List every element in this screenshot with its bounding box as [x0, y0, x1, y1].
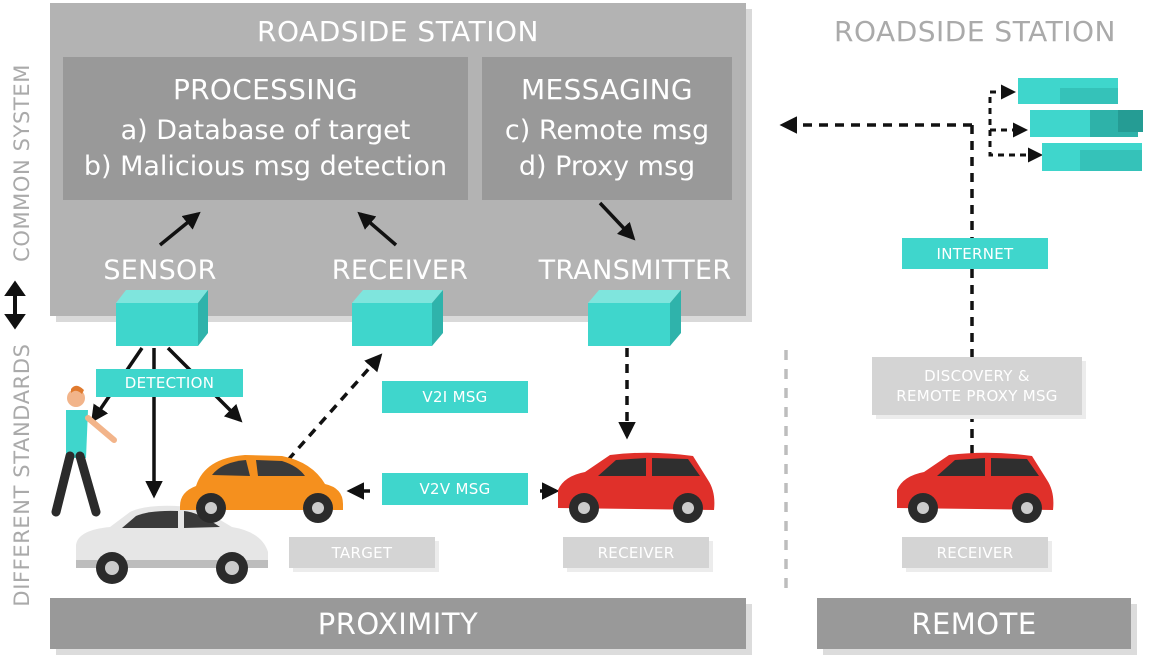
discovery-line-1: DISCOVERY & — [924, 366, 1030, 385]
server-link-1 — [988, 84, 1016, 125]
messaging-title: MESSAGING — [521, 73, 693, 107]
discovery-line-2: REMOTE PROXY MSG — [896, 387, 1058, 405]
remote-red-car-icon — [897, 452, 1054, 523]
v2i-arrow — [286, 353, 383, 462]
receiver-to-processing-arrow — [357, 211, 398, 247]
remote-bar: REMOTE — [817, 598, 1131, 649]
white-car-icon — [76, 505, 268, 584]
orange-car-icon — [180, 455, 343, 523]
detection-label: DETECTION — [96, 369, 243, 397]
roadside-station-title: ROADSIDE STATION — [257, 14, 539, 48]
server-link-3 — [988, 130, 1043, 163]
common-system-label: COMMON SYSTEM — [10, 64, 34, 262]
processing-line-a: a) Database of target — [120, 115, 411, 147]
receiver-proximity-label: RECEIVER — [563, 537, 709, 568]
sensor-to-processing-arrow — [158, 211, 201, 247]
proximity-bar: PROXIMITY — [50, 598, 746, 649]
discovery-label: DISCOVERY & REMOTE PROXY MSG — [872, 357, 1082, 415]
messaging-line-d: d) Proxy msg — [518, 150, 696, 182]
different-standards-label: DIFFERENT STANDARDS — [10, 343, 34, 607]
receiver-cube-icon — [352, 290, 443, 346]
receiver-remote-label: RECEIVER — [902, 537, 1048, 568]
transmitter-cube-icon — [588, 290, 681, 346]
remote-station-title: ROADSIDE STATION — [834, 14, 1116, 48]
transmitter-label: TRANSMITTER — [538, 254, 732, 286]
sensor-cube-icon — [116, 290, 208, 346]
messaging-to-transmitter-arrow — [598, 201, 636, 241]
target-label: TARGET — [289, 537, 435, 568]
server-stack-icon — [1018, 78, 1143, 171]
processing-box: PROCESSING a) Database of target b) Mali… — [63, 57, 468, 200]
messaging-line-c: c) Remote msg — [504, 115, 710, 147]
person-icon — [51, 385, 117, 517]
v2v-msg-label: V2V MSG — [382, 473, 528, 505]
double-arrow-icon — [4, 280, 26, 330]
processing-title: PROCESSING — [172, 73, 359, 107]
sensor-label: SENSOR — [103, 254, 217, 286]
messaging-box: MESSAGING c) Remote msg d) Proxy msg — [482, 57, 732, 200]
internet-label: INTERNET — [902, 238, 1048, 269]
processing-line-b: b) Malicious msg detection — [83, 150, 448, 182]
receiver-label: RECEIVER — [331, 254, 469, 286]
v2i-msg-label: V2I MSG — [382, 381, 528, 413]
red-car-icon — [558, 452, 715, 523]
